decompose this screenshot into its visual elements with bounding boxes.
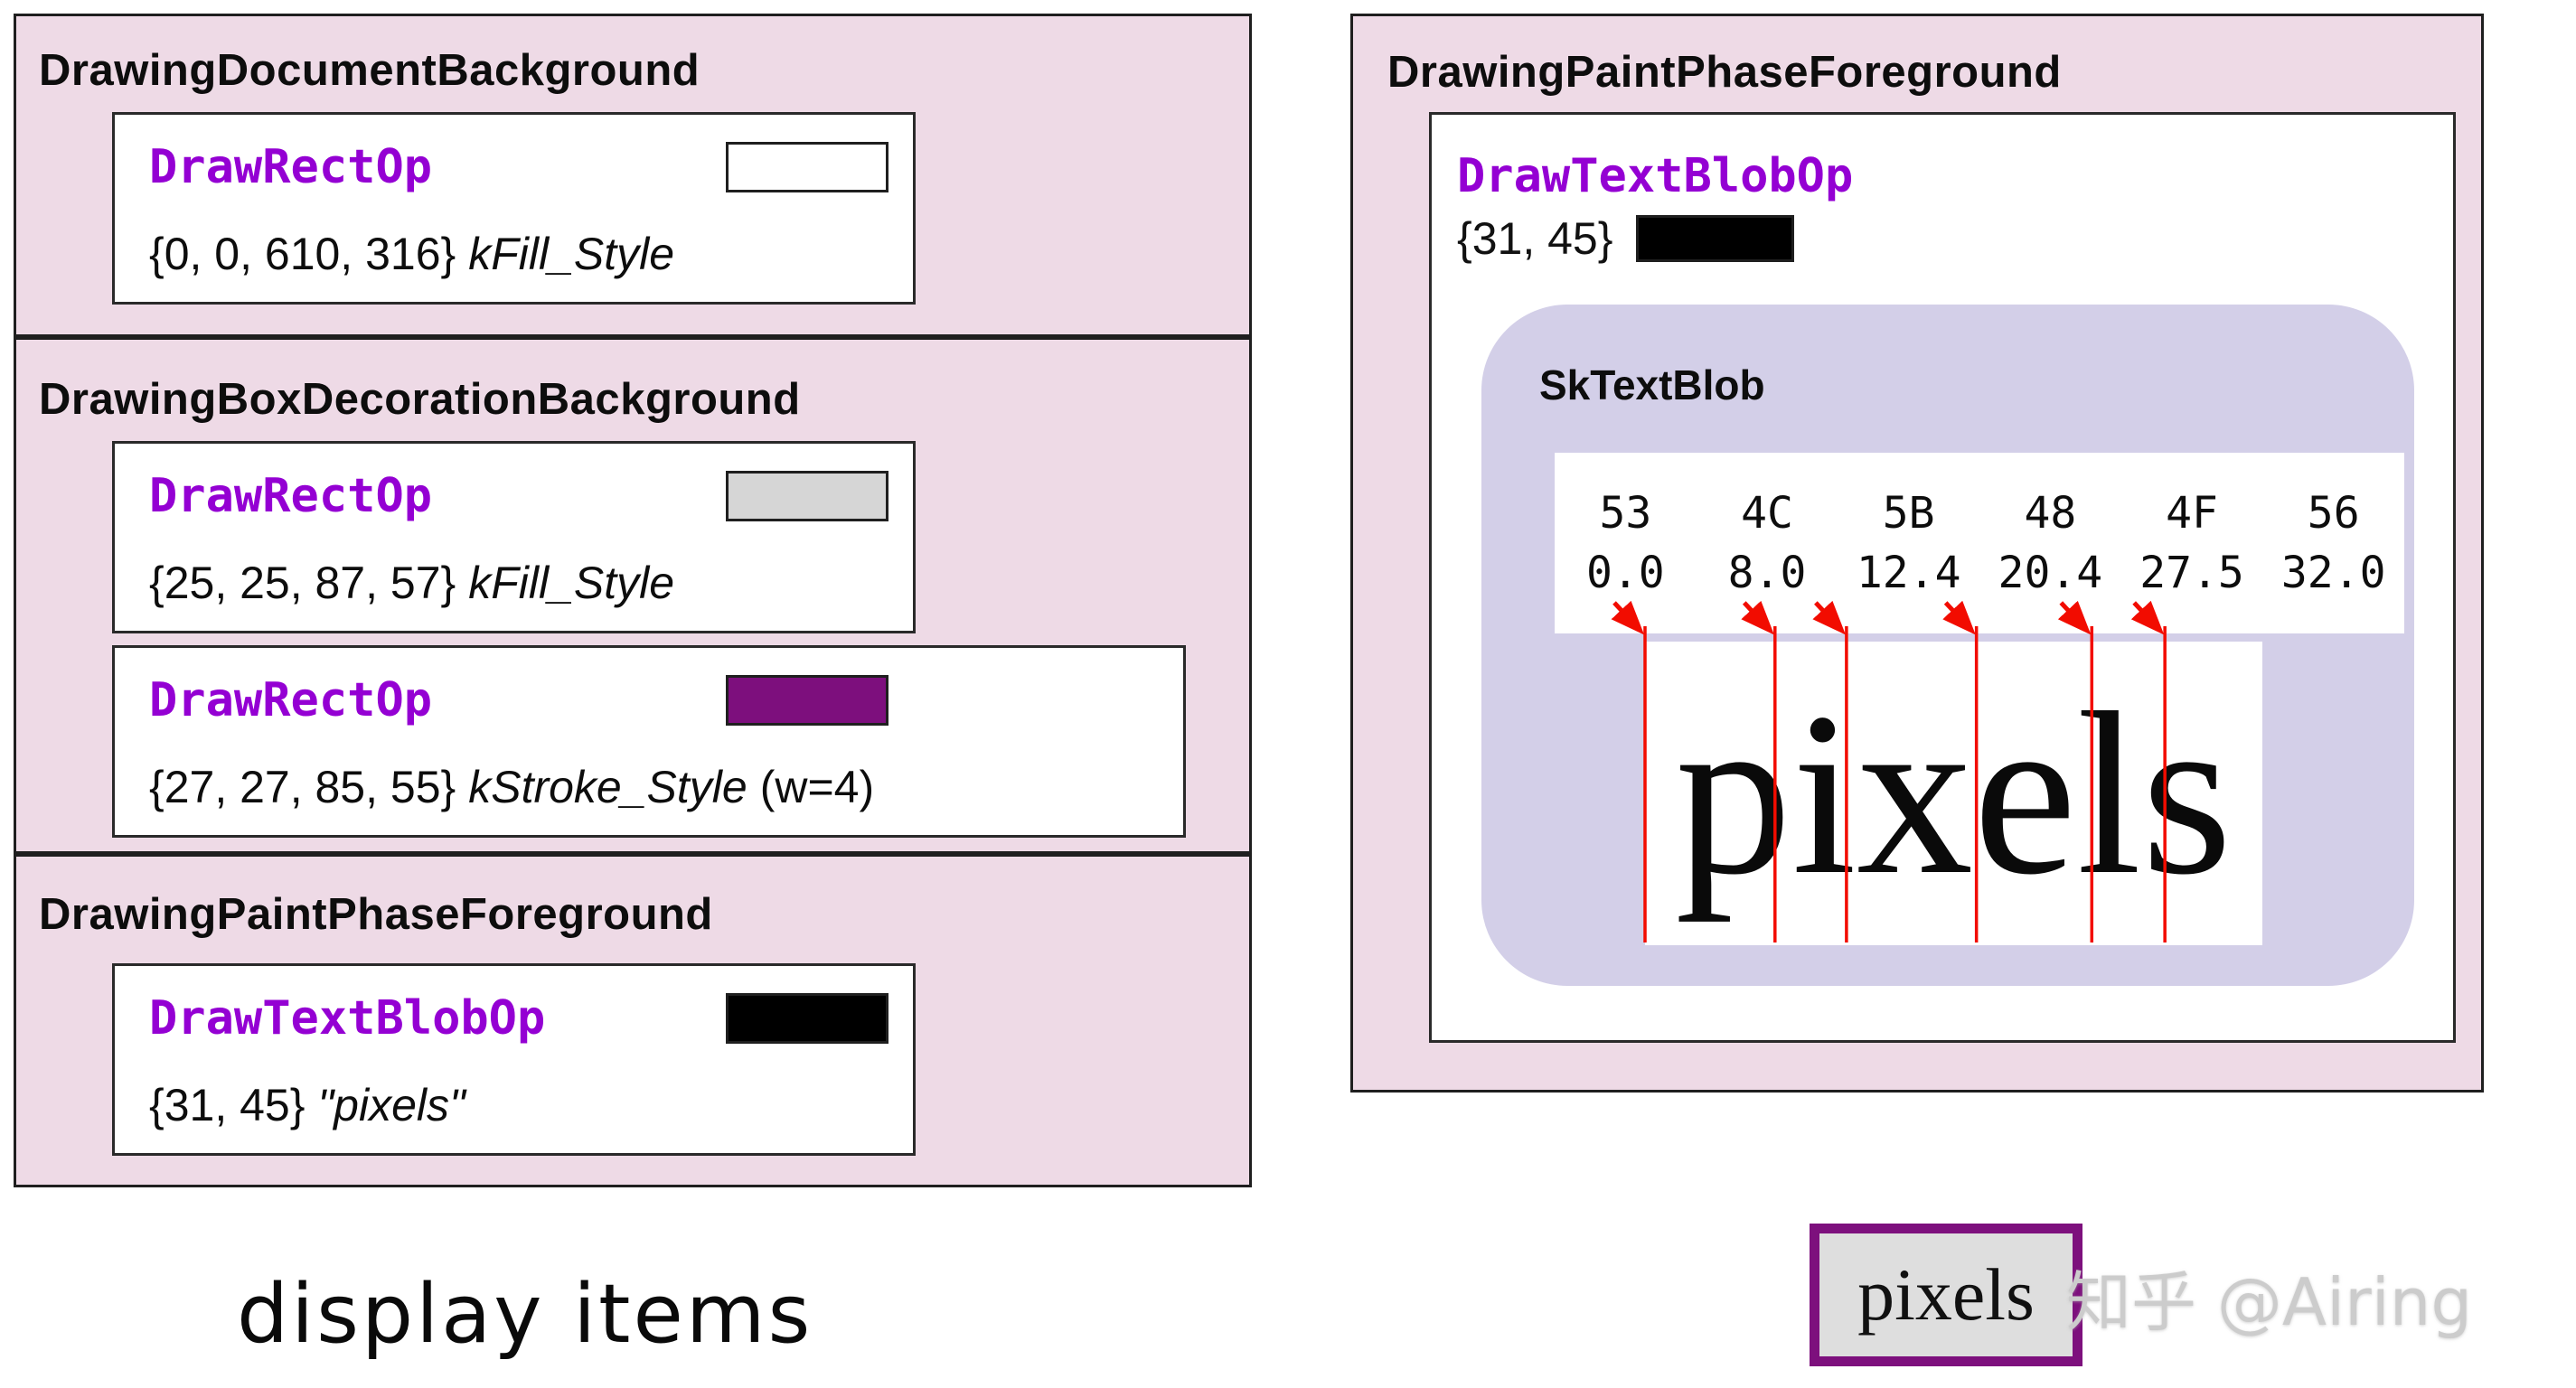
op-args-row: {31, 45} "pixels" bbox=[149, 1062, 886, 1149]
op-name-row: DrawRectOp bbox=[149, 453, 888, 539]
glyph-cell: 48 bbox=[2024, 488, 2077, 539]
op-point-args: {31, 45} bbox=[1457, 213, 1613, 264]
paint-color-swatch-gray bbox=[726, 471, 888, 521]
op-card-draw-rect-fill: DrawRectOp {25, 25, 87, 57} kFill_Style bbox=[112, 441, 916, 633]
op-args-row: {25, 25, 87, 57} kFill_Style bbox=[149, 539, 886, 626]
glyph-cell: 20.4 bbox=[1998, 548, 2103, 598]
op-name: DrawRectOp bbox=[149, 469, 433, 523]
op-name: DrawTextBlobOp bbox=[1457, 149, 1854, 203]
section-drawing-paint-phase-foreground-left: DrawingPaintPhaseForeground DrawTextBlob… bbox=[14, 854, 1252, 1187]
op-rect-args: {0, 0, 610, 316} bbox=[149, 229, 456, 279]
rendered-pixels-result-box: pixels bbox=[1810, 1224, 2082, 1366]
op-args-row: {0, 0, 610, 316} kFill_Style bbox=[149, 211, 886, 297]
glyph-cell: 12.4 bbox=[1856, 548, 1961, 598]
op-args-row: {31, 45} bbox=[1457, 212, 1795, 265]
rendered-word-box: pixels bbox=[1645, 642, 2262, 945]
op-card-draw-rect-document: DrawRectOp {0, 0, 610, 316} kFill_Style bbox=[112, 112, 916, 305]
sktextblob-box: SkTextBlob 53 4C 5B 48 4F 56 0.0 8.0 12.4 20.4 27… bbox=[1481, 305, 2414, 986]
section-drawing-box-decoration-background: DrawingBoxDecorationBackground DrawRectO… bbox=[14, 337, 1252, 854]
glyph-cell: 27.5 bbox=[2139, 548, 2244, 598]
section-drawing-document-background: DrawingDocumentBackground DrawRectOp {0,… bbox=[14, 14, 1252, 337]
glyph-cell: 5B bbox=[1882, 488, 1935, 539]
glyph-cell: 8.0 bbox=[1727, 548, 1807, 598]
rendered-word: pixels bbox=[1675, 664, 2233, 923]
op-name: DrawRectOp bbox=[149, 673, 433, 727]
op-stroke-width: (w=4) bbox=[759, 762, 875, 812]
glyph-cell: 4C bbox=[1741, 488, 1793, 539]
op-text-literal: "pixels" bbox=[317, 1080, 465, 1130]
paint-color-swatch-black bbox=[726, 993, 888, 1044]
op-name-row: DrawTextBlobOp bbox=[149, 975, 888, 1062]
section-drawing-paint-phase-foreground-right: DrawingPaintPhaseForeground DrawTextBlob… bbox=[1350, 14, 2484, 1093]
paint-color-swatch-white bbox=[726, 142, 888, 192]
rendered-pixels-result-word: pixels bbox=[1857, 1253, 2035, 1336]
paint-color-swatch-purple bbox=[726, 675, 888, 726]
glyph-id-row: 53 4C 5B 48 4F 56 bbox=[1555, 488, 2404, 539]
op-point-args: {31, 45} bbox=[149, 1080, 306, 1130]
glyph-cell: 53 bbox=[1599, 488, 1652, 539]
section-title: DrawingBoxDecorationBackground bbox=[39, 375, 801, 424]
op-paint-style: kFill_Style bbox=[468, 558, 675, 608]
op-card-draw-text-blob: DrawTextBlobOp {31, 45} "pixels" bbox=[112, 963, 916, 1156]
glyph-cell: 32.0 bbox=[2280, 548, 2386, 598]
section-title: DrawingPaintPhaseForeground bbox=[1387, 48, 2062, 97]
op-rect-args: {27, 27, 85, 55} bbox=[149, 762, 456, 812]
sktextblob-title: SkTextBlob bbox=[1539, 361, 1765, 408]
op-args-row: {27, 27, 85, 55} kStroke_Style (w=4) bbox=[149, 744, 1156, 830]
paint-color-swatch-black bbox=[1636, 215, 1795, 262]
section-title: DrawingPaintPhaseForeground bbox=[39, 890, 713, 939]
glyph-cell: 4F bbox=[2166, 488, 2218, 539]
op-rect-args: {25, 25, 87, 57} bbox=[149, 558, 456, 608]
op-name: DrawTextBlobOp bbox=[149, 991, 546, 1046]
op-card-draw-rect-stroke: DrawRectOp {27, 27, 85, 55} kStroke_Styl… bbox=[112, 645, 1186, 838]
watermark: 知乎 @Airing bbox=[2066, 1264, 2473, 1340]
glyph-cell: 0.0 bbox=[1585, 548, 1665, 598]
glyph-position-row: 0.0 8.0 12.4 20.4 27.5 32.0 bbox=[1555, 548, 2404, 598]
glyph-table: 53 4C 5B 48 4F 56 0.0 8.0 12.4 20.4 27.5 32.0 bbox=[1555, 453, 2404, 633]
section-title: DrawingDocumentBackground bbox=[39, 46, 700, 95]
op-name-row: DrawRectOp bbox=[149, 124, 888, 211]
op-name-row: DrawRectOp bbox=[149, 657, 1156, 744]
glyph-cell: 56 bbox=[2307, 488, 2360, 539]
op-paint-style: kFill_Style bbox=[468, 229, 675, 279]
op-name: DrawRectOp bbox=[149, 140, 433, 194]
op-paint-style: kStroke_Style bbox=[468, 762, 747, 812]
display-items-caption: display items bbox=[237, 1267, 813, 1362]
